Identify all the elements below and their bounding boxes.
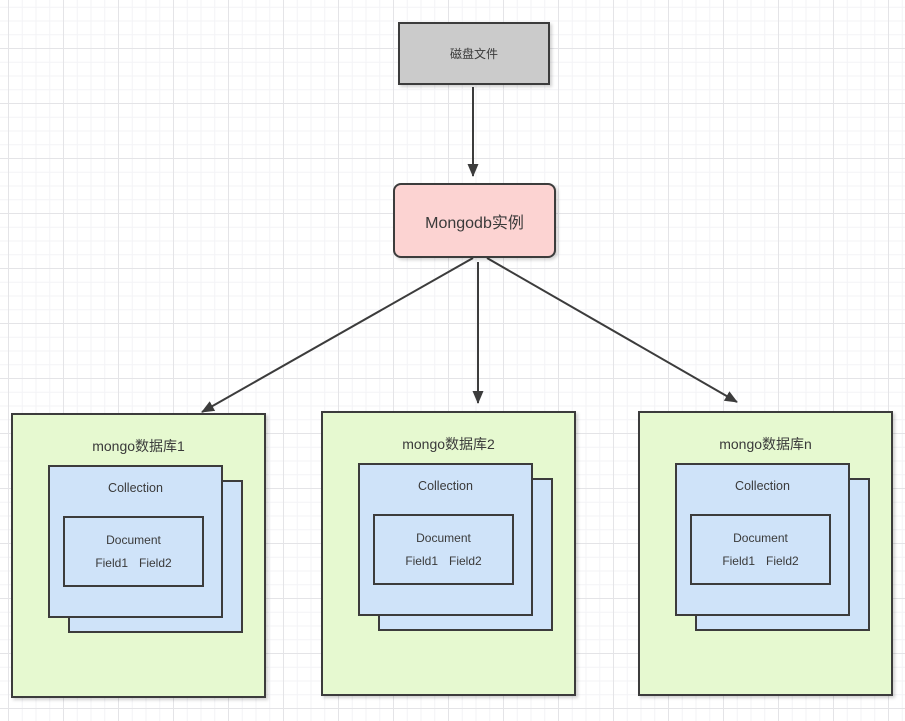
node-database-2[interactable]: mongo数据库2 Collection Document Field1 Fie… <box>321 411 576 696</box>
document-box[interactable]: Document Field1 Field2 <box>690 514 831 585</box>
disk-file-label: 磁盘文件 <box>449 47 498 61</box>
field-1-label: Field1 <box>95 556 128 570</box>
edge-instance-to-database-n <box>486 257 738 403</box>
database-label: mongo数据库1 <box>92 438 185 454</box>
collection-label: Collection <box>108 481 163 495</box>
database-label: mongo数据库n <box>719 436 812 452</box>
document-box[interactable]: Document Field1 Field2 <box>373 514 514 585</box>
collection-box[interactable]: Collection Document Field1 Field2 <box>48 465 223 618</box>
field-2-label: Field2 <box>139 556 172 570</box>
collection-label: Collection <box>735 479 790 493</box>
field-1-label: Field1 <box>405 554 438 568</box>
field-2-label: Field2 <box>766 554 799 568</box>
document-label: Document <box>106 533 161 547</box>
collection-box[interactable]: Collection Document Field1 Field2 <box>358 463 533 616</box>
document-fields: Field1 Field2 <box>722 554 798 568</box>
document-label: Document <box>733 531 788 545</box>
node-database-1[interactable]: mongo数据库1 Collection Document Field1 Fie… <box>11 413 266 698</box>
document-box[interactable]: Document Field1 Field2 <box>63 516 204 587</box>
document-label: Document <box>416 531 471 545</box>
node-database-n[interactable]: mongo数据库n Collection Document Field1 Fie… <box>638 411 893 696</box>
mongodb-instance-label: Mongodb实例 <box>425 214 524 232</box>
collection-box[interactable]: Collection Document Field1 Field2 <box>675 463 850 616</box>
document-fields: Field1 Field2 <box>405 554 481 568</box>
collection-label: Collection <box>418 479 473 493</box>
field-1-label: Field1 <box>722 554 755 568</box>
document-fields: Field1 Field2 <box>95 556 171 570</box>
database-label: mongo数据库2 <box>402 436 495 452</box>
node-mongodb-instance[interactable]: Mongodb实例 <box>393 183 556 258</box>
field-2-label: Field2 <box>449 554 482 568</box>
edge-instance-to-database-1 <box>201 257 474 413</box>
node-disk-file[interactable]: 磁盘文件 <box>398 22 550 85</box>
